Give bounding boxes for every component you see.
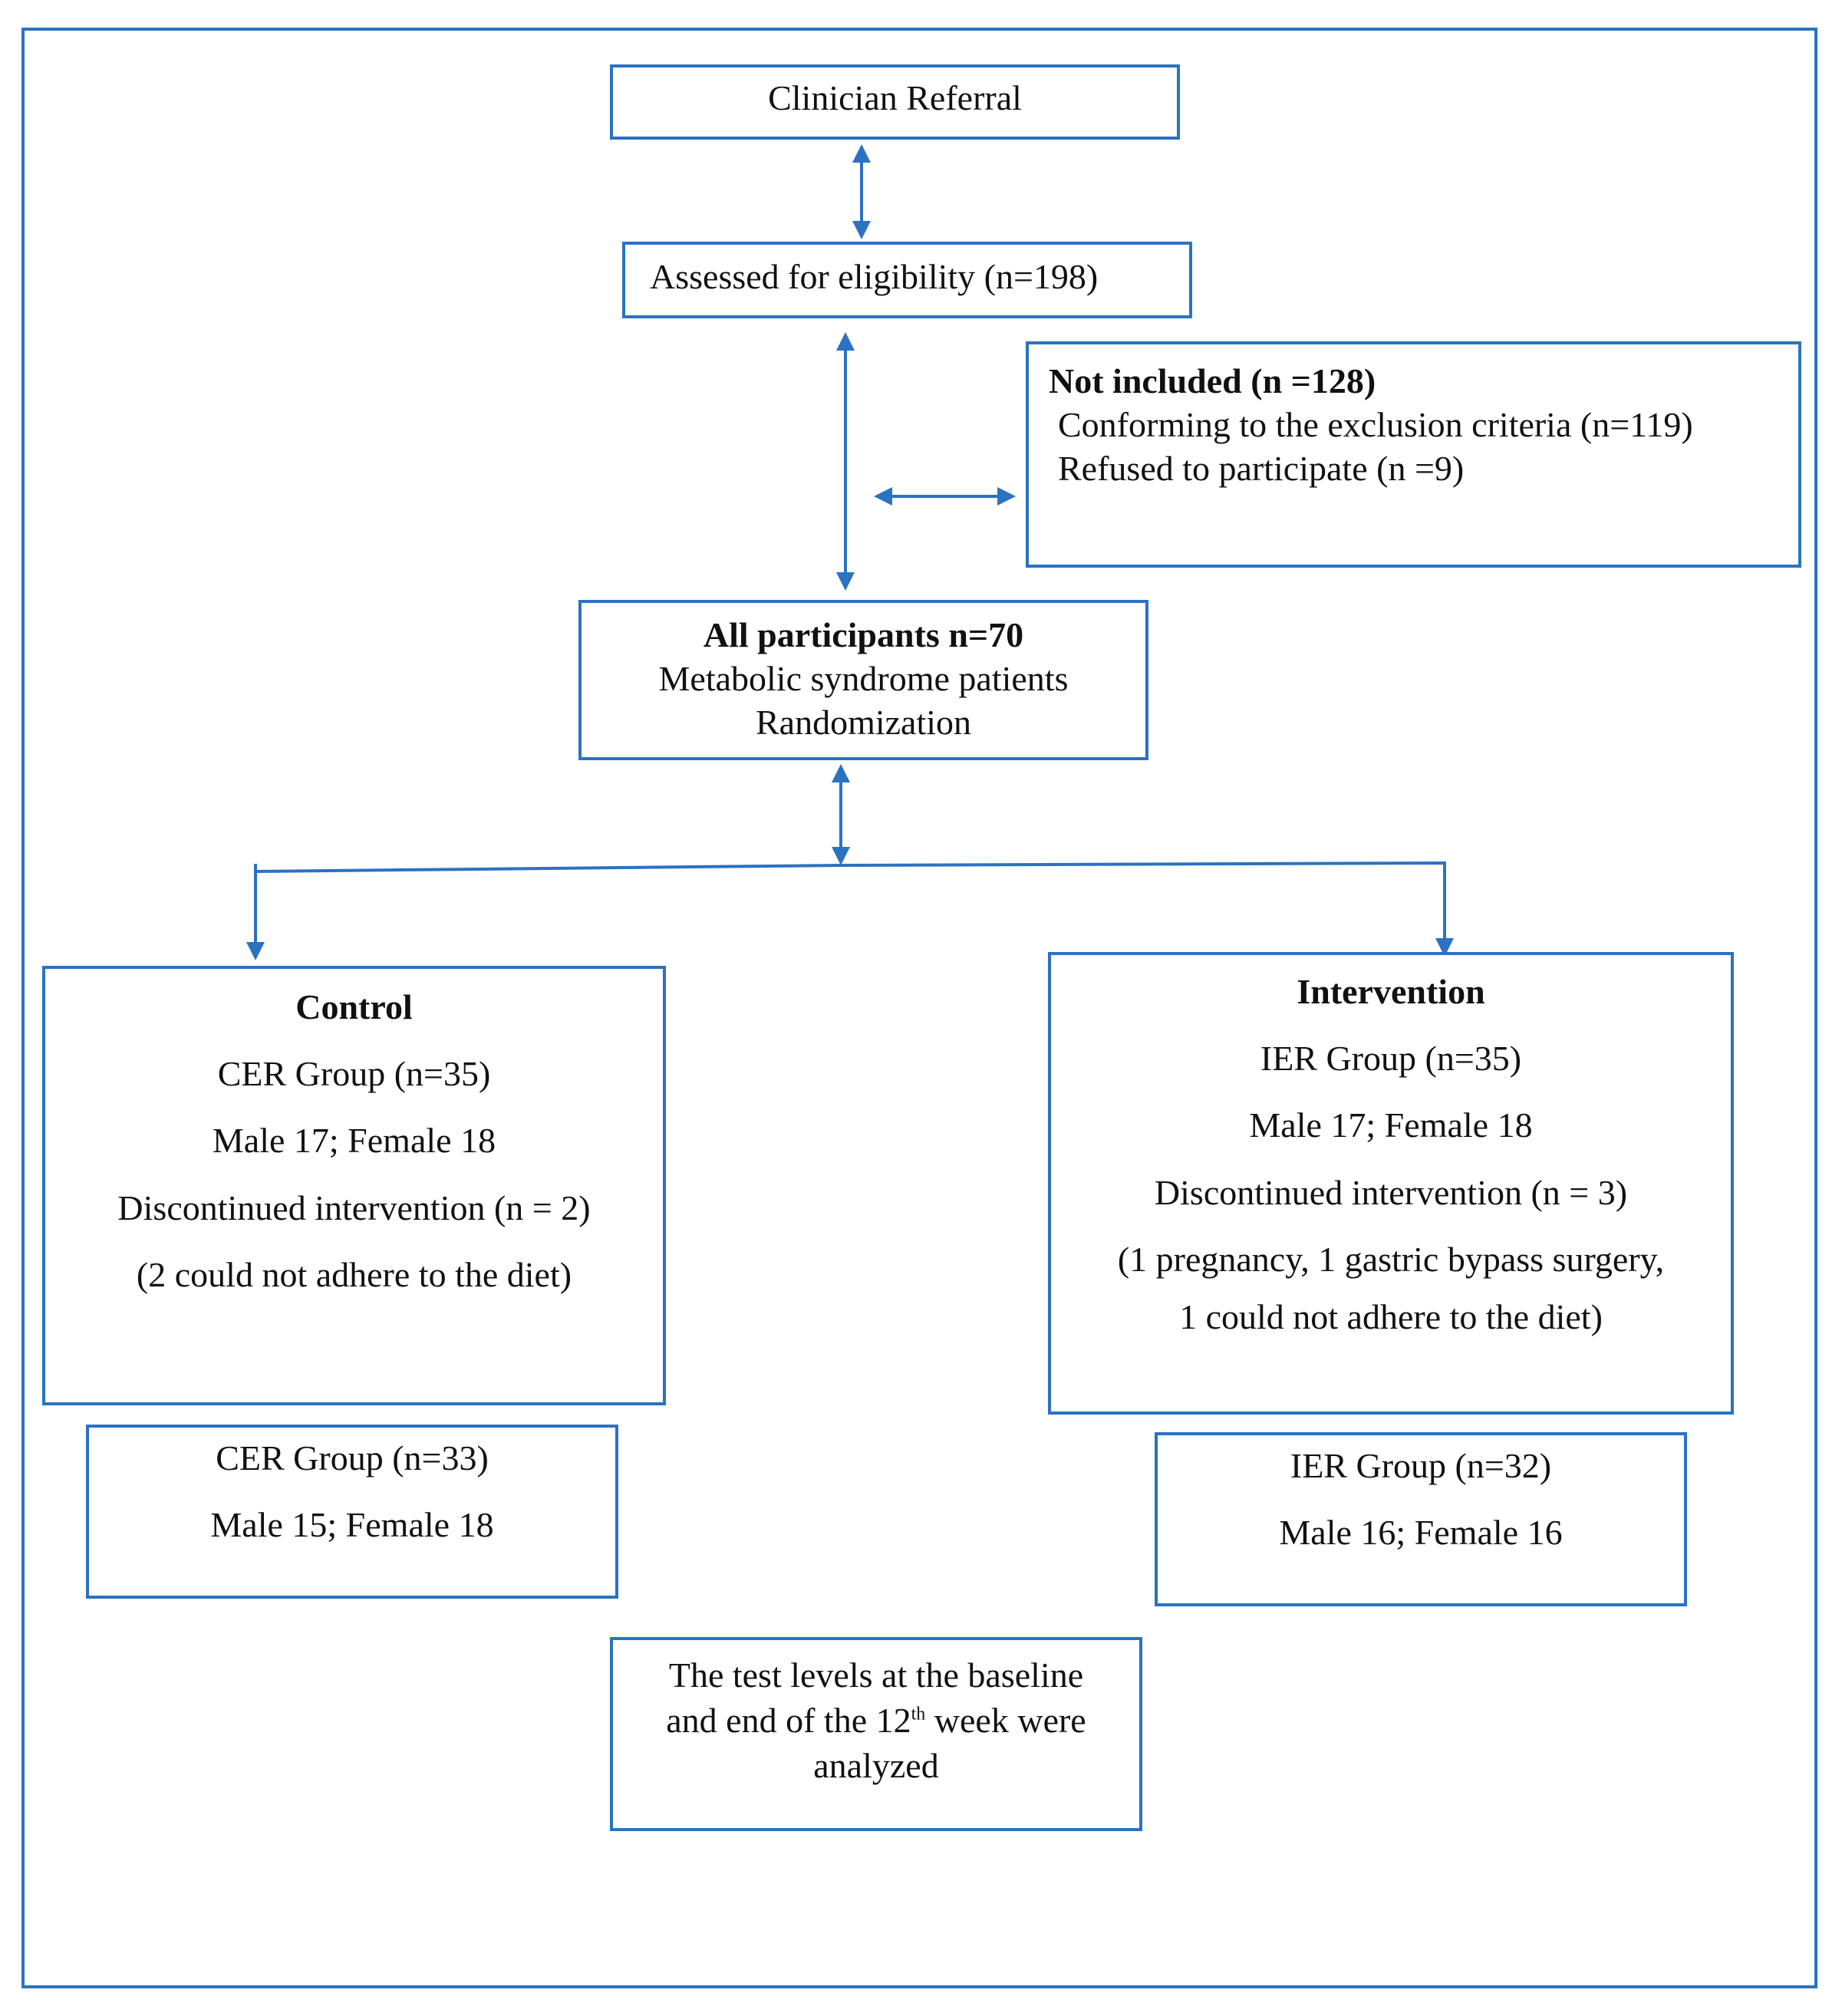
intervention-title: Intervention (1297, 972, 1485, 1011)
referral-text: Clinician Referral (768, 78, 1022, 117)
eligibility-text: Assessed for eligibility (n=198) (650, 257, 1099, 296)
control-sex: Male 17; Female 18 (212, 1121, 496, 1161)
analysis-line-3: analyzed (813, 1746, 939, 1786)
randomization-label: Randomization (755, 703, 972, 743)
all-participants-title: All participants n=70 (703, 615, 1024, 654)
analysis-superscript: th (911, 1704, 926, 1724)
box-all-participants: All participants n=70 Metabolic syndrome… (578, 600, 1148, 760)
analysis-line-1: The test levels at the baseline (668, 1655, 1084, 1695)
analysis-line-2-pre: and end of the 12 (666, 1701, 911, 1741)
intervention-discontinued: Discontinued intervention (n = 3) (1154, 1172, 1628, 1212)
analysis-line-2: and end of the 12th week were (613, 1699, 1139, 1741)
control-reason: (2 could not adhere to the diet) (136, 1254, 572, 1294)
intervention-reason-2: 1 could not adhere to the diet) (1179, 1296, 1603, 1336)
control-title: Control (295, 987, 413, 1026)
control-discontinued: Discontinued intervention (n = 2) (117, 1188, 591, 1227)
box-control-final: CER Group (n=33) Male 15; Female 18 (86, 1425, 618, 1599)
box-eligibility: Assessed for eligibility (n=198) (622, 242, 1192, 318)
box-control: Control CER Group (n=35) Male 17; Female… (42, 966, 666, 1405)
box-analysis: The test levels at the baseline and end … (610, 1637, 1142, 1831)
analysis-line-2-post: week were (925, 1701, 1086, 1741)
intervention-group: IER Group (n=35) (1260, 1039, 1522, 1079)
control-final-group: CER Group (n=33) (216, 1438, 489, 1477)
arrow-split-to-control (246, 864, 842, 960)
outer-frame (21, 28, 1817, 1988)
intervention-final-sex: Male 16; Female 16 (1279, 1513, 1563, 1553)
intervention-reason-1: (1 pregnancy, 1 gastric bypass surgery, (1117, 1239, 1665, 1279)
arrow-split-to-intervention (840, 861, 1454, 957)
box-clinician-referral: Clinician Referral (610, 64, 1180, 140)
control-group: CER Group (n=35) (217, 1054, 491, 1094)
not-included-title: Not included (n =128) (1049, 361, 1376, 400)
metabolic-syndrome-label: Metabolic syndrome patients (658, 659, 1069, 699)
box-intervention: Intervention IER Group (n=35) Male 17; F… (1048, 952, 1734, 1415)
intervention-final-group: IER Group (n=32) (1290, 1446, 1552, 1485)
box-not-included: Not included (n =128) Conforming to the … (1026, 341, 1801, 568)
intervention-sex: Male 17; Female 18 (1249, 1105, 1533, 1145)
control-final-sex: Male 15; Female 18 (210, 1505, 494, 1545)
refused-count: Refused to participate (n =9) (1058, 449, 1465, 489)
exclusion-criteria-count: Conforming to the exclusion criteria (n=… (1058, 405, 1693, 445)
box-intervention-final: IER Group (n=32) Male 16; Female 16 (1155, 1432, 1687, 1606)
